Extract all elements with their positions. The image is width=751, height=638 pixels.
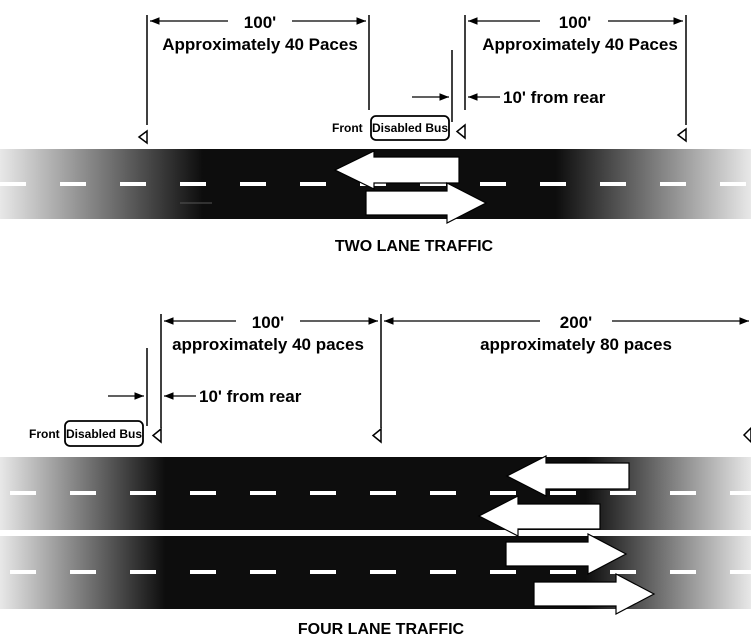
front-label: Front bbox=[29, 427, 60, 441]
bus-label: Disabled Bus bbox=[372, 121, 448, 135]
section-caption: FOUR LANE TRAFFIC bbox=[298, 621, 465, 638]
warning-triangle-icon bbox=[137, 129, 148, 145]
dim-distance-label: 200' bbox=[560, 313, 592, 332]
front-label: Front bbox=[332, 121, 363, 135]
dim-distance-label: 100' bbox=[559, 13, 591, 32]
warning-triangle-icon bbox=[151, 427, 162, 444]
disabled-bus bbox=[64, 420, 144, 447]
four-lane-section: 100' approximately 40 paces 200' approxi… bbox=[0, 313, 751, 638]
warning-triangle-icon bbox=[455, 123, 466, 140]
arrow-right-icon bbox=[365, 182, 488, 224]
arrow-left-icon bbox=[477, 495, 601, 537]
dim-paces-label: Approximately 40 Paces bbox=[162, 35, 358, 54]
bus-label: Disabled Bus bbox=[66, 427, 142, 441]
rear-distance-label: 10' from rear bbox=[503, 88, 606, 107]
two-lane-section: 100' Approximately 40 Paces 100' Approxi… bbox=[0, 13, 751, 255]
dim-paces-label: approximately 80 paces bbox=[480, 335, 672, 354]
dim-paces-label: Approximately 40 Paces bbox=[482, 35, 678, 54]
arrow-left-icon bbox=[505, 455, 630, 497]
dim-paces-label: approximately 40 paces bbox=[172, 335, 364, 354]
section-caption: TWO LANE TRAFFIC bbox=[335, 238, 494, 255]
warning-triangle-icon bbox=[371, 427, 382, 444]
dim-distance-label: 100' bbox=[252, 313, 284, 332]
arrow-right-icon bbox=[533, 573, 656, 615]
dim-distance-label: 100' bbox=[244, 13, 276, 32]
disabled-bus bbox=[370, 115, 450, 141]
arrow-right-icon bbox=[505, 533, 628, 575]
warning-triangle-icon bbox=[676, 127, 687, 143]
rear-distance-label: 10' from rear bbox=[199, 387, 302, 406]
warning-triangle-icon bbox=[742, 426, 751, 444]
arrow-left-icon bbox=[333, 150, 460, 190]
